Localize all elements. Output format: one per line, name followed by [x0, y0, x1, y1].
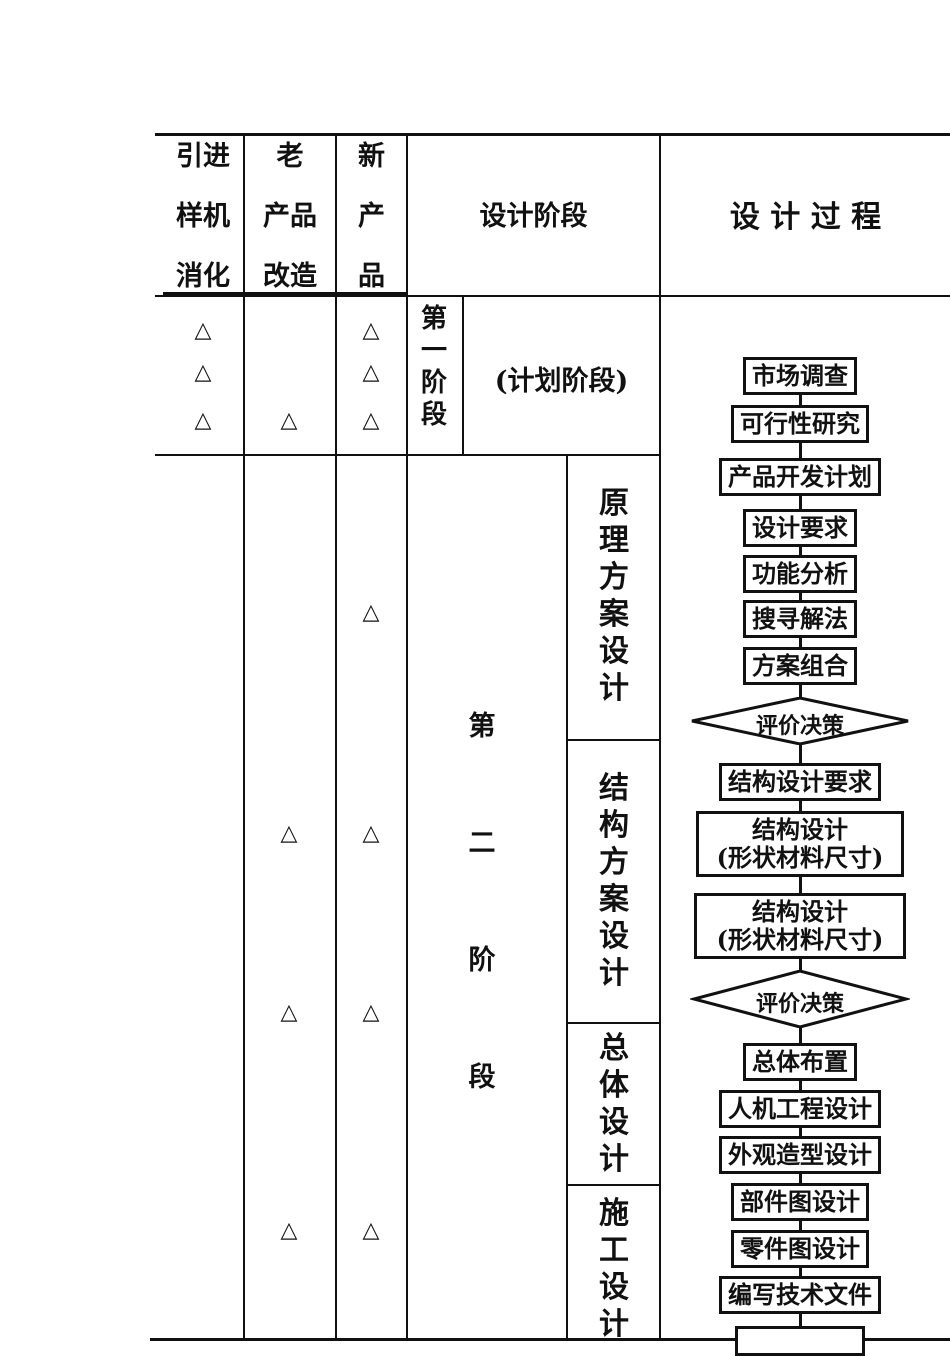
flow-step: 可行性研究 [731, 405, 869, 443]
flow-step: 部件图设计 [731, 1183, 869, 1221]
triangle-marker: △ [362, 318, 380, 343]
col-divider [406, 135, 408, 1340]
flow-step: 设计要求 [743, 509, 857, 547]
flow-step: 外观造型设计 [719, 1136, 881, 1174]
decision-diamond: 评价决策 [690, 697, 910, 745]
triangle-marker: △ [194, 318, 212, 343]
flow-step: 编写技术文件 [719, 1276, 881, 1314]
sub-divider [567, 1022, 660, 1024]
header-col2-line2: 产品 [263, 201, 317, 232]
flow-step: 结构设计要求 [719, 763, 881, 801]
bottom-rule [150, 1338, 950, 1341]
flow-step: 功能分析 [743, 555, 857, 593]
stage2-divider [566, 455, 568, 1340]
header-col1-line2: 样机 [176, 201, 230, 232]
substage-principle: 原理方案设计 [599, 486, 629, 706]
header-col1-line1: 引进 [176, 141, 230, 172]
flow-step: 零件图设计 [731, 1230, 869, 1268]
header-col3-line1: 新 [358, 141, 385, 172]
flow-step: 市场调查 [743, 357, 857, 395]
decision-label: 评价决策 [755, 991, 844, 1017]
flow-step: 人机工程设计 [719, 1090, 881, 1128]
flow-step-structure: 结构设计 (形状材料尺寸) [696, 811, 904, 877]
stage1-sub: (计划阶段) [494, 366, 629, 397]
header-process: 设 计 过 程 [729, 200, 882, 235]
triangle-marker: △ [280, 821, 298, 846]
struct-line1: 结构设计 [752, 815, 848, 844]
triangle-marker: △ [362, 821, 380, 846]
col-divider [659, 135, 661, 1340]
triangle-marker: △ [362, 408, 380, 433]
header-col2-line3: 改造 [263, 261, 317, 292]
stage1-divider [462, 296, 464, 455]
flow-step-structure: 结构设计 (形状材料尺寸) [694, 893, 906, 959]
struct-line2: (形状材料尺寸) [716, 843, 884, 872]
flow-step: 方案组合 [743, 647, 857, 685]
decision-label: 评价决策 [755, 713, 844, 739]
triangle-marker: △ [362, 600, 380, 625]
col-divider [243, 135, 245, 1340]
header-bottom-rule [155, 295, 950, 297]
header-col3-line3: 品 [358, 261, 385, 292]
top-rule [155, 133, 950, 136]
flow-step: 搜寻解法 [743, 600, 857, 638]
triangle-marker: △ [362, 1218, 380, 1243]
triangle-marker: △ [280, 1000, 298, 1025]
stage2-label: 第二阶段 [468, 711, 496, 1093]
substage-structure: 结构方案设计 [599, 771, 629, 991]
substage-overall: 总体设计 [599, 1031, 629, 1177]
header-stage: 设计阶段 [479, 201, 588, 232]
sub-divider [567, 1184, 660, 1186]
flow-step-cutoff [735, 1326, 865, 1356]
stage1-label: 第一阶段 [420, 304, 447, 430]
triangle-marker: △ [194, 408, 212, 433]
header-col3-line2: 产 [358, 201, 385, 232]
decision-diamond: 评价决策 [690, 970, 910, 1028]
triangle-marker: △ [362, 1000, 380, 1025]
triangle-marker: △ [194, 360, 212, 385]
header-col1-line3: 消化 [176, 261, 230, 292]
triangle-marker: △ [280, 1218, 298, 1243]
flow-step: 产品开发计划 [719, 458, 881, 496]
struct-line2: (形状材料尺寸) [716, 925, 884, 954]
triangle-marker: △ [362, 360, 380, 385]
header-underline [163, 292, 406, 295]
substage-construction: 施工设计 [599, 1196, 629, 1342]
triangle-marker: △ [280, 408, 298, 433]
struct-line1: 结构设计 [752, 897, 848, 926]
header-col2-line1: 老 [276, 141, 304, 172]
col-divider [335, 135, 337, 1340]
flow-step: 总体布置 [743, 1043, 857, 1081]
sub-divider [567, 739, 660, 741]
